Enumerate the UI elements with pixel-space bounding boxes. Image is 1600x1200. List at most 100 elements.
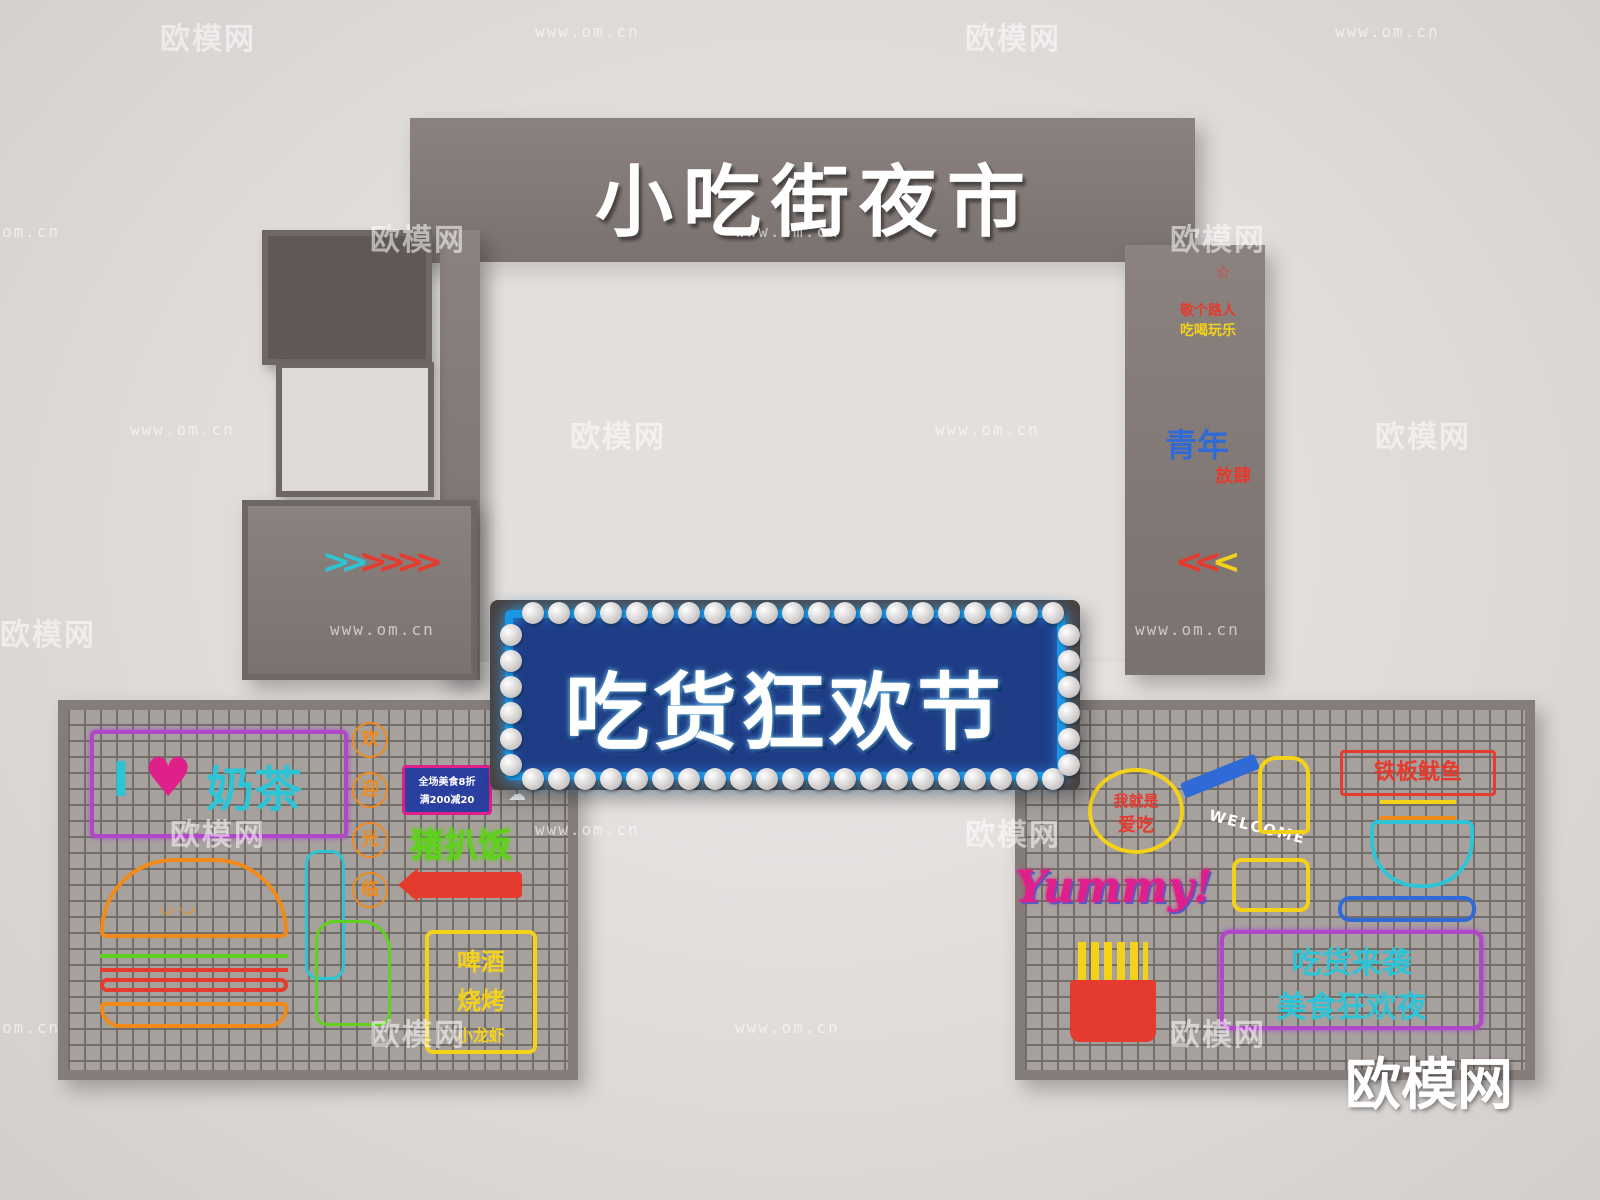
pork-rice-text: 猪扒饭	[410, 826, 512, 866]
marquee-bulb	[808, 602, 830, 624]
watermark-brand-8: 欧模网	[170, 818, 266, 853]
marquee-bulb	[500, 624, 522, 646]
foodie-sign: 吃货来袭 美食狂欢夜	[1220, 930, 1483, 1030]
marquee-bulb	[574, 768, 596, 790]
watermark-url-2: www.om.cn	[1335, 22, 1440, 41]
marquee-bulb	[1042, 602, 1064, 624]
watermark-url-1: www.om.cn	[535, 22, 640, 41]
iron-plate-text: 铁板鱿鱼	[1373, 760, 1462, 785]
watermark-url-6: www.om.cn	[935, 420, 1040, 439]
watermark-url-5: www.om.cn	[130, 420, 235, 439]
welcome-circle-1: 欢	[352, 722, 388, 758]
blue-capsule	[1338, 896, 1476, 922]
marquee-bulb	[600, 768, 622, 790]
marquee-bulb	[500, 728, 522, 750]
marquee-bulb	[886, 602, 908, 624]
free-text: 放肆	[1215, 466, 1251, 487]
right-column-text-2: 吃喝玩乐	[1180, 323, 1236, 339]
welcome-circle-2: 迎	[352, 772, 388, 808]
marquee-bulb	[1058, 728, 1080, 750]
marquee-bulb	[652, 602, 674, 624]
burger-icon: ◡ ◡	[100, 858, 290, 1038]
shelf-box-middle	[276, 362, 434, 497]
marquee-bulb	[704, 602, 726, 624]
marquee-bulb	[678, 602, 700, 624]
marquee-bulb	[912, 602, 934, 624]
marquee-bulb	[964, 602, 986, 624]
right-grid-panel	[1015, 700, 1535, 1080]
marquee-bulb	[1042, 768, 1064, 790]
center-neon-title: 吃货狂欢节	[564, 664, 1005, 762]
marquee-bulb	[834, 768, 856, 790]
speech-line-1: 我就是	[1113, 792, 1159, 810]
watermark-url-4: www.om.cn	[735, 222, 840, 241]
watermark-brand-3: 欧模网	[370, 223, 466, 258]
marquee-bulb	[522, 602, 544, 624]
watermark-brand-2: 欧模网	[965, 22, 1061, 57]
marquee-bulb	[1058, 650, 1080, 672]
promo-line-2: 满200减20	[419, 795, 475, 806]
watermark-brand-7: 欧模网	[0, 618, 96, 653]
arch-opening	[475, 262, 1130, 662]
heart-icon: ♥	[144, 746, 193, 809]
iron-plate-sign: 铁板鱿鱼	[1340, 750, 1496, 796]
marquee-bulb	[1016, 768, 1038, 790]
marquee-bulb	[782, 602, 804, 624]
chevron-right-icon: >>>>>>	[322, 542, 443, 582]
arrow-left-head	[398, 868, 418, 902]
welcome-circle-3: 光	[352, 822, 388, 858]
milk-tea-sign: I ♥ 奶茶	[90, 730, 348, 838]
watermark-brand-5: 欧模网	[570, 420, 666, 455]
marquee-bulb	[730, 602, 752, 624]
watermark-brand-4: 欧模网	[1170, 223, 1266, 258]
marquee-bulb	[1016, 602, 1038, 624]
yummy-text: Yummy!	[1015, 862, 1213, 913]
marquee-bulb	[678, 768, 700, 790]
speech-line-2: 爱吃	[1118, 815, 1154, 836]
marquee-bulb	[990, 602, 1012, 624]
watermark-url-9: www.om.cn	[535, 820, 640, 839]
watermark-brand-6: 欧模网	[1375, 420, 1471, 455]
center-neon-sign: 吃货狂欢节	[505, 610, 1065, 780]
marquee-bulb	[704, 768, 726, 790]
marquee-bulb	[500, 702, 522, 724]
milk-tea-i: I	[112, 752, 130, 808]
marquee-bulb	[500, 754, 522, 776]
speech-bubble: 我就是 爱吃	[1088, 768, 1184, 854]
arch-right-post	[1125, 245, 1265, 675]
marquee-bulb	[860, 602, 882, 624]
marquee-bulb	[782, 768, 804, 790]
watermark-url-8: www.om.cn	[1135, 620, 1240, 639]
hand-icon	[315, 920, 391, 1026]
arrow-left-icon	[410, 872, 522, 898]
marquee-bulb	[912, 768, 934, 790]
watermark-url-7: www.om.cn	[330, 620, 435, 639]
shelf-box-top	[262, 230, 432, 365]
milk-tea-text: 奶茶	[206, 762, 303, 818]
star-icon: ☆	[1215, 262, 1232, 283]
promo-card: 全场美食8折 满200减20	[402, 765, 492, 815]
youth-text: 青年	[1165, 426, 1230, 464]
beer-sign-line-2: 烧烤	[457, 987, 505, 1015]
main-sign-text: 小吃街夜市	[594, 158, 1035, 248]
foodie-line-1: 吃货来袭	[1291, 946, 1412, 981]
marquee-bulb	[626, 768, 648, 790]
marquee-bulb	[886, 768, 908, 790]
marquee-bulb	[1058, 702, 1080, 724]
marquee-bulb	[1058, 754, 1080, 776]
marquee-bulb	[808, 768, 830, 790]
beer-sign-line-1: 啤酒	[457, 948, 505, 976]
foodie-line-2: 美食狂欢夜	[1276, 990, 1427, 1025]
marquee-bulb	[1058, 624, 1080, 646]
beer-sign: 啤酒 烧烤 小龙虾	[425, 930, 537, 1054]
chevron-left-icon: <<<	[1175, 542, 1240, 582]
watermark-brand-10: 欧模网	[370, 1018, 466, 1053]
watermark-url-10: om.cn	[2, 1018, 61, 1037]
marquee-bulb	[938, 602, 960, 624]
marquee-bulb	[548, 602, 570, 624]
watermark-brand-large: 欧模网	[1345, 1053, 1513, 1118]
marquee-bulb	[600, 602, 622, 624]
watermark-brand-11: 欧模网	[1170, 1018, 1266, 1053]
watermark-url-11: www.om.cn	[735, 1018, 840, 1037]
marquee-bulb	[1058, 676, 1080, 698]
